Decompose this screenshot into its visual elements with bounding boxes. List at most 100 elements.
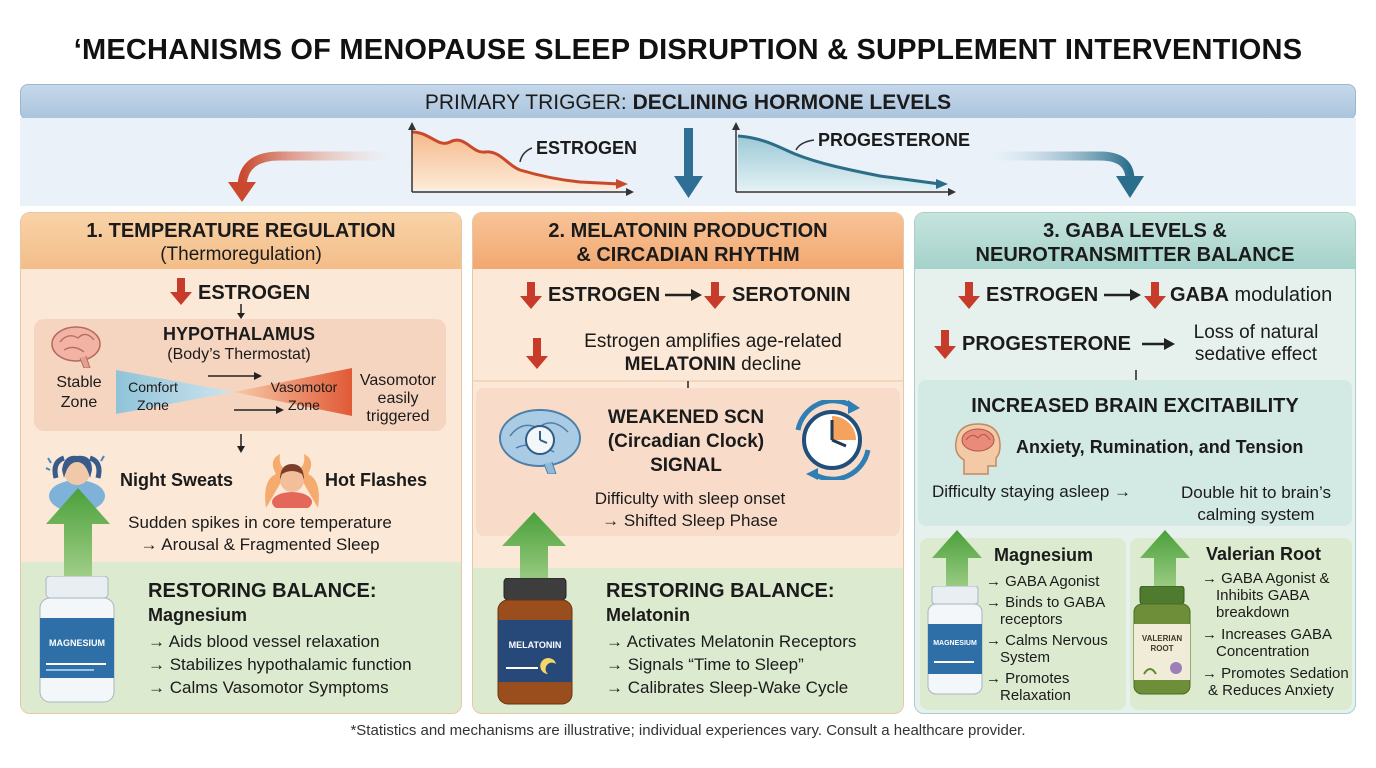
symptom-night-sweats: Night Sweats: [120, 470, 234, 490]
down-arrow-icon: [704, 282, 726, 309]
list-item: → GABA Agonist: [986, 573, 1100, 590]
green-up-arrow-icon: [502, 512, 566, 592]
brain-icon: [51, 326, 101, 368]
vasomotor-note-line1: Vasomotor: [359, 372, 437, 389]
trigger-prefix: PRIMARY TRIGGER:: [424, 91, 627, 114]
thermostat-zone-diagram: [116, 368, 352, 416]
section3-cause-c-effect: Loss of natural sedative effect: [1176, 322, 1336, 366]
brain-clock-icon: [499, 409, 581, 474]
list-item: → Stabilizes hypothalamic function: [148, 655, 412, 674]
center-flow-arrow-icon: [674, 128, 703, 198]
excitability-subtitle: Anxiety, Rumination, and Tension: [1016, 437, 1304, 457]
vasomotor-zone-label: Vasomotor Zone: [262, 378, 346, 414]
list-item: Concentration: [1216, 643, 1310, 660]
melatonin-bottle-label: MELATONIN: [508, 640, 562, 650]
connector-arrow-icon: [237, 434, 245, 453]
right-arrow-icon: [1104, 289, 1141, 301]
vasomotor-note-line3: triggered: [366, 408, 430, 425]
section2-effect: Difficulty with sleep onset → Shifted Sl…: [530, 488, 850, 532]
valerian-label-line1: VALERIAN: [1141, 634, 1183, 643]
section2-note: Estrogen amplifies age-related MELATONIN…: [548, 330, 878, 376]
vasomotor-note: Vasomotor easily triggered: [352, 372, 444, 426]
right-flow-arrow-icon: [990, 151, 1144, 198]
scn-line2: (Circadian Clock): [607, 431, 765, 452]
section1-effect-line2: → Arousal & Fragmented Sleep: [140, 535, 380, 554]
section2-effect-line1: Difficulty with sleep onset: [594, 489, 786, 508]
list-item: → Activates Melatonin Receptors: [606, 632, 857, 651]
section1-effect: Sudden spikes in core temperature → Arou…: [100, 512, 420, 556]
section3-cause-c: PROGESTERONE: [962, 333, 1131, 355]
list-item: → Increases GABA: [1202, 626, 1333, 643]
double-hit-line2: calming system: [1197, 505, 1315, 524]
estrogen-graph: [408, 122, 634, 196]
section3-cause-a: ESTROGEN: [986, 284, 1099, 306]
section1-restore-list: → Aids blood vessel relaxation → Stabili…: [148, 630, 458, 699]
section2-restore-supplement: Melatonin: [606, 605, 690, 625]
down-arrow-icon: [520, 282, 542, 309]
head-brain-icon: [954, 423, 1001, 475]
hypothalamus-box: [34, 319, 446, 431]
list-item: → Signals “Time to Sleep”: [606, 655, 804, 674]
hot-flashes-person-icon: [265, 454, 319, 508]
connector-arrow-icon: [237, 304, 245, 319]
supp1-name: Magnesium: [994, 545, 1094, 565]
right-arrow-icon: [1142, 338, 1175, 350]
supp2-name: Valerian Root: [1206, 544, 1322, 564]
section1-restore-title: RESTORING BALANCE:: [148, 580, 377, 602]
section2-restore-title: RESTORING BALANCE:: [606, 580, 835, 602]
list-item: → Calibrates Sleep-Wake Cycle: [606, 678, 849, 697]
supp2-list: → GABA Agonist & Inhibits GABA breakdown…: [1202, 570, 1352, 699]
page-title: ‘MECHANISMS OF MENOPAUSE SLEEP DISRUPTIO…: [73, 34, 1303, 66]
sedative-line2: sedative effect: [1194, 344, 1318, 365]
list-item: Inhibits GABA: [1216, 587, 1310, 604]
comfort-zone-label: Comfort Zone: [118, 378, 188, 414]
excitability-title: INCREASED BRAIN EXCITABILITY: [971, 395, 1299, 417]
section2-cause-a: ESTROGEN: [548, 284, 661, 306]
valerian-bottle-icon: [1133, 586, 1191, 695]
down-arrow-icon: [526, 338, 548, 369]
hormone-decline-graphs: [228, 122, 1144, 202]
valerian-bottle-label: VALERIAN ROOT: [1134, 634, 1190, 654]
magnesium-bottle-icon: [39, 576, 115, 703]
footnote: *Statistics and mechanisms are illustrat…: [350, 722, 1026, 739]
magnesium-bottle-label: MAGNESIUM: [49, 638, 105, 648]
gaba-emphasis: GABA: [1170, 284, 1229, 306]
list-item: → Calms Vasomotor Symptoms: [148, 678, 389, 697]
vasomotor-zone-line1: Vasomotor: [270, 379, 338, 395]
supp1-list: → GABA Agonist → Binds to GABA receptors…: [986, 573, 1124, 704]
list-item: & Reduces Anxiety: [1208, 682, 1334, 699]
list-item: → Promotes Sedation: [1202, 665, 1349, 682]
stable-zone-label: Stable Zone: [44, 373, 114, 413]
down-arrow-icon: [1144, 282, 1166, 309]
section3-title: 3. GABA LEVELS &: [1043, 220, 1227, 242]
scn-label: WEAKENED SCN (Circadian Clock) SIGNAL: [588, 406, 784, 478]
list-item: → Calms Nervous: [986, 632, 1108, 649]
progesterone-graph-label: PROGESTERONE: [818, 130, 971, 150]
melatonin-bottle-icon: [497, 578, 573, 705]
list-item: → Binds to GABA: [986, 594, 1106, 611]
section2-effect-line2: → Shifted Sleep Phase: [602, 511, 778, 530]
estrogen-graph-label: ESTROGEN: [536, 138, 638, 158]
section3-effect-left: Difficulty staying asleep →: [932, 482, 1132, 501]
list-item: receptors: [1000, 611, 1063, 628]
section2-note-line1: Estrogen amplifies age-related: [584, 331, 842, 352]
section1-cause: ESTROGEN: [198, 282, 311, 304]
symptom-hot-flashes: Hot Flashes: [325, 470, 428, 490]
magnesium-bottle-label-small: MAGNESIUM: [933, 640, 977, 647]
primary-trigger-bar: PRIMARY TRIGGER: DECLINING HORMONE LEVEL…: [20, 84, 1356, 120]
section2-cause-b: SEROTONIN: [732, 284, 851, 306]
vasomotor-note-line2: easily: [377, 390, 419, 407]
hypothalamus-label: HYPOTHALAMUS: [163, 324, 315, 344]
hypothalamus-sublabel: (Body’s Thermostat): [167, 346, 311, 363]
section2-restore-list: → Activates Melatonin Receptors → Signal…: [606, 630, 896, 699]
progesterone-graph: [732, 122, 956, 196]
stable-zone-line1: Stable: [56, 374, 102, 391]
section2-title-line2: & CIRCADIAN RHYTHM: [576, 244, 800, 266]
down-arrow-icon: [958, 282, 980, 309]
magnesium-bottle-icon: [927, 586, 983, 695]
vasomotor-zone-line2: Zone: [288, 397, 320, 413]
valerian-label-line2: ROOT: [1150, 644, 1174, 653]
section1-title: 1. TEMPERATURE REGULATION: [86, 220, 396, 242]
section1-effect-line1: Sudden spikes in core temperature: [128, 513, 392, 532]
comfort-zone-line2: Zone: [137, 397, 169, 413]
